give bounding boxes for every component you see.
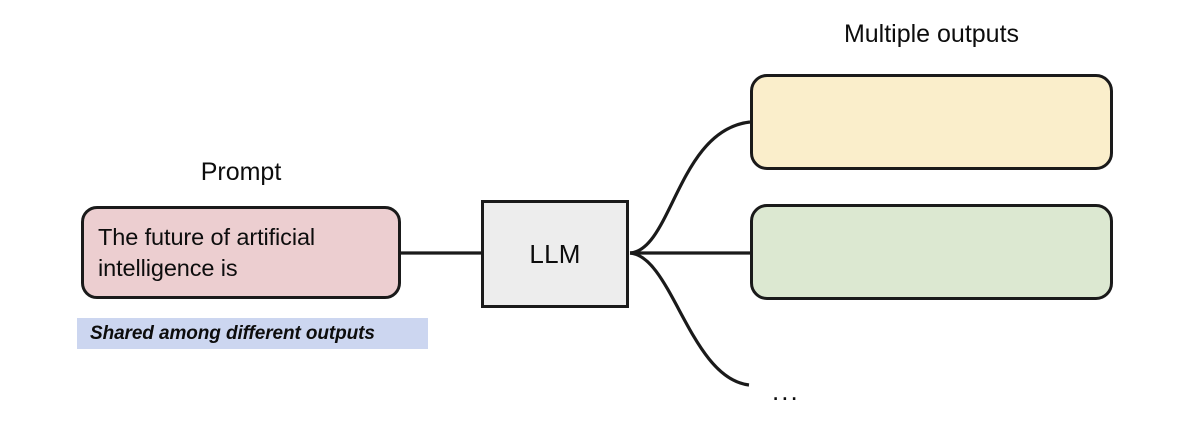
edge-llm-to-output-1 <box>629 120 751 255</box>
prompt-text: The future of artificial intelligence is <box>98 223 316 281</box>
shared-among-note: Shared among different outputs <box>77 318 428 349</box>
output-box-2[interactable] <box>750 204 1113 300</box>
shared-among-note-text: Shared among different outputs <box>90 322 375 344</box>
outputs-label: Multiple outputs <box>843 20 1020 48</box>
llm-label: LLM <box>529 238 581 269</box>
output-box-1[interactable] <box>750 74 1113 170</box>
prompt-label: Prompt <box>200 158 282 186</box>
edge-llm-to-output-3 <box>629 251 750 387</box>
outputs-ellipsis: ... <box>772 376 800 406</box>
llm-box[interactable]: LLM <box>481 200 629 308</box>
prompt-box[interactable]: The future of artificial intelligence is <box>81 206 401 299</box>
